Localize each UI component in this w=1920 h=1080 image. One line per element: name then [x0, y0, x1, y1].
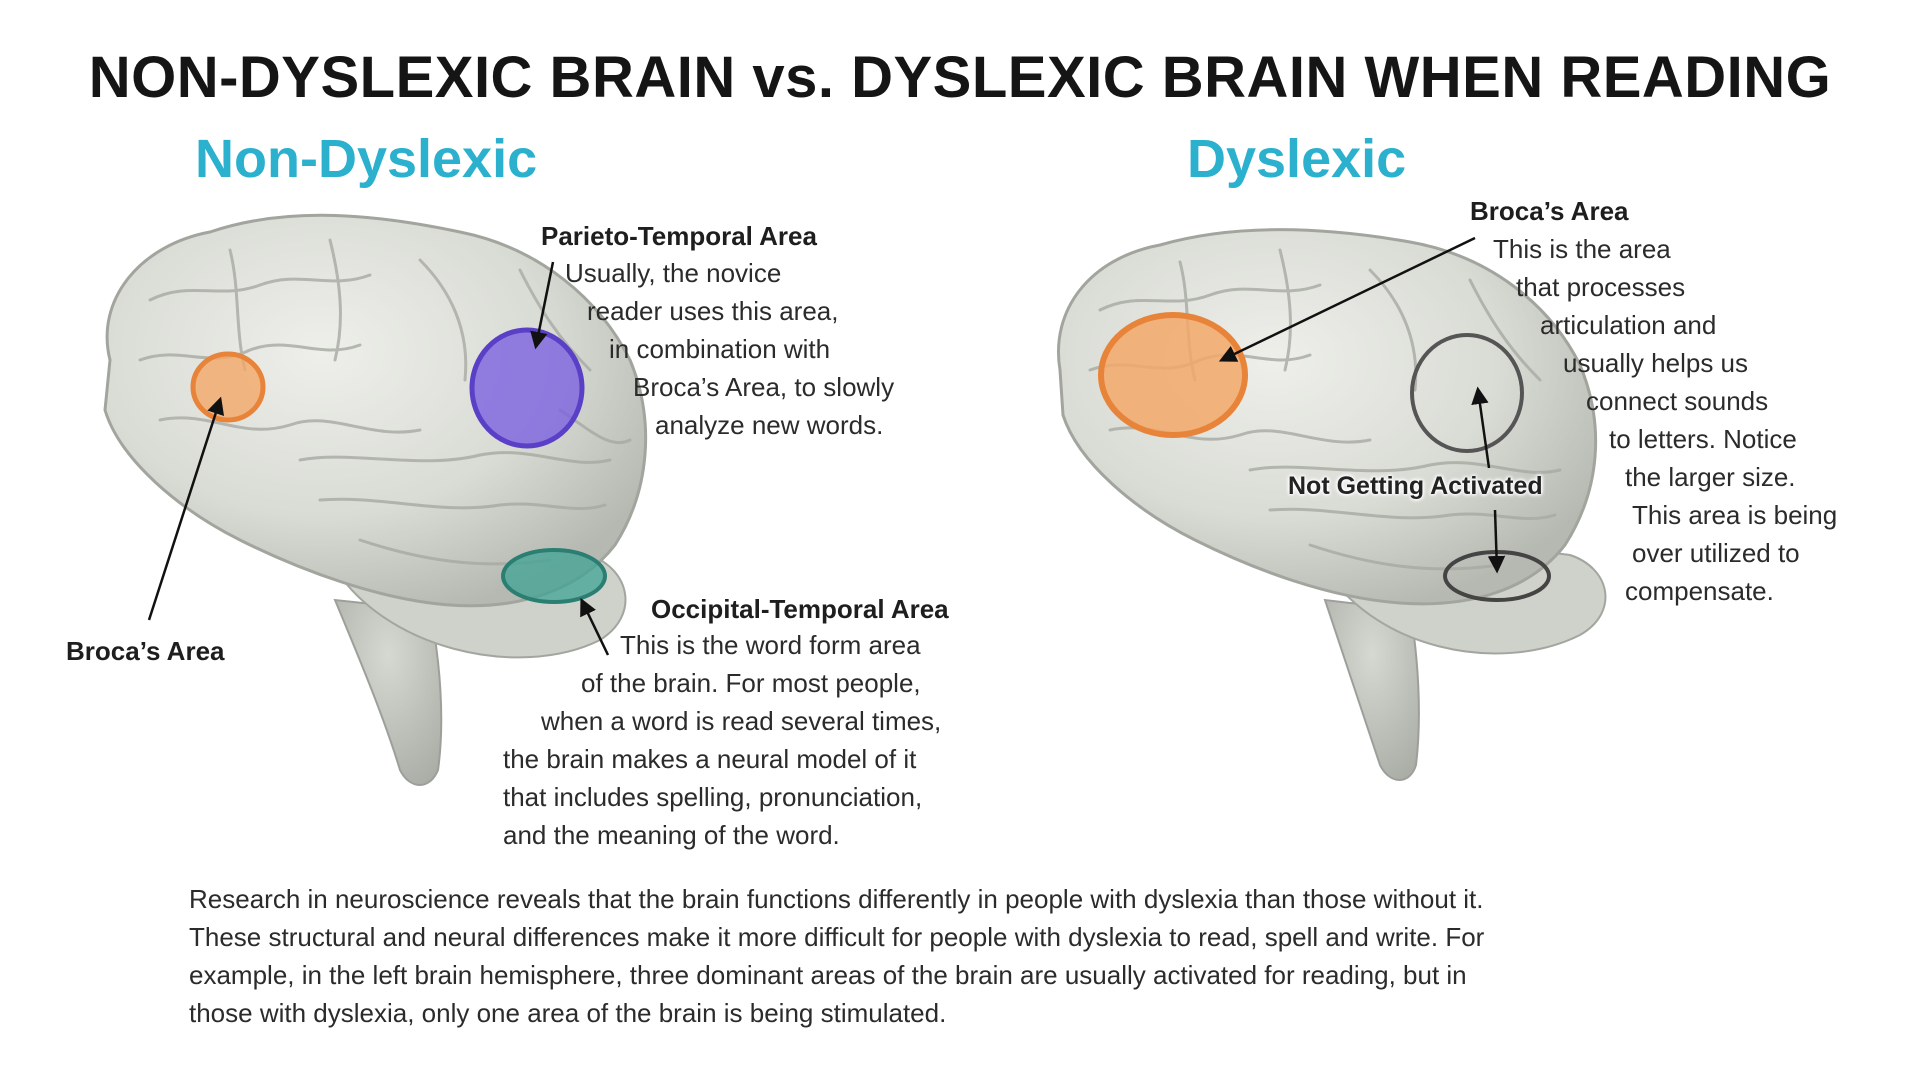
- parieto-line: Usually, the novice: [565, 258, 782, 288]
- broca-right-line: connect sounds: [1586, 386, 1769, 416]
- right-brain: [1057, 228, 1607, 781]
- occipital-line: and the meaning of the word.: [503, 820, 840, 850]
- broca-right-line: to letters. Notice: [1609, 424, 1797, 454]
- occipital-line: when a word is read several times,: [541, 706, 942, 736]
- parieto-line: reader uses this area,: [587, 296, 839, 326]
- left-broca-region: [190, 351, 266, 423]
- main-title: NON-DYSLEXIC BRAIN vs. DYSLEXIC BRAIN WH…: [88, 45, 1832, 110]
- not-activated-arrow-up: [1471, 386, 1491, 469]
- broca-right-arrow: [1218, 236, 1476, 362]
- occipital-line: This is the word form area: [620, 630, 921, 660]
- explanation-paragraph: Research in neuroscience reveals that th…: [189, 880, 1769, 1032]
- paragraph-line: those with dyslexia, only one area of th…: [189, 998, 947, 1028]
- right-brainstem: [1323, 598, 1420, 781]
- inactive-parieto-region: [1410, 333, 1524, 453]
- not-activated-arrow-down: [1487, 509, 1506, 574]
- dyslexic-heading: Dyslexic: [1187, 129, 1407, 189]
- parieto-line: Broca’s Area, to slowly: [633, 372, 895, 402]
- left-brain: [103, 213, 648, 786]
- broca-left-arrow: [147, 396, 225, 621]
- occipital-arrow: [580, 597, 610, 656]
- broca-right-line: the larger size.: [1625, 462, 1796, 492]
- parieto-line: analyze new words.: [655, 410, 884, 440]
- broca-right-line: This is the area: [1493, 234, 1671, 264]
- occipital-temporal-title: Occipital-Temporal Area: [651, 594, 949, 624]
- broca-right-line: articulation and: [1540, 310, 1717, 340]
- paragraph-line: These structural and neural differences …: [189, 922, 1485, 952]
- broca-right-line: compensate.: [1625, 576, 1774, 606]
- broca-right-line: usually helps us: [1563, 348, 1748, 378]
- non-dyslexic-heading: Non-Dyslexic: [195, 129, 538, 189]
- parieto-line: in combination with: [609, 334, 831, 364]
- broca-right-line: that processes: [1516, 272, 1686, 302]
- parieto-temporal-region: [469, 327, 585, 449]
- parieto-arrow: [530, 261, 555, 350]
- paragraph-line: example, in the left brain hemisphere, t…: [189, 960, 1467, 990]
- paragraph-line: Research in neuroscience reveals that th…: [189, 884, 1484, 914]
- parieto-temporal-title: Parieto-Temporal Area: [541, 221, 817, 251]
- occipital-line: of the brain. For most people,: [581, 668, 921, 698]
- left-brainstem: [333, 598, 443, 786]
- broca-area-title-right: Broca’s Area: [1470, 196, 1629, 226]
- broca-right-line: This area is being: [1632, 500, 1838, 530]
- broca-right-line: over utilized to: [1632, 538, 1800, 568]
- not-getting-activated-label: Not Getting Activated: [1288, 472, 1543, 500]
- occipital-line: the brain makes a neural model of it: [503, 744, 917, 774]
- occipital-temporal-region: [501, 548, 607, 604]
- right-broca-region: [1098, 312, 1248, 438]
- occipital-line: that includes spelling, pronunciation,: [503, 782, 923, 812]
- broca-area-label-left: Broca’s Area: [66, 636, 225, 666]
- left-cerebrum: [103, 213, 648, 608]
